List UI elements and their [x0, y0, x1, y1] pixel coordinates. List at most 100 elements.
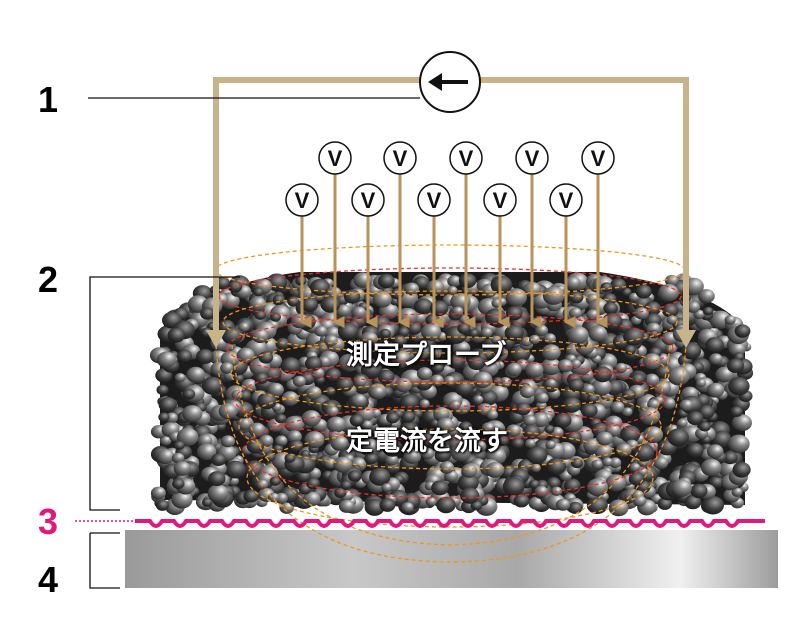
particle: [305, 356, 323, 371]
particle: [275, 337, 290, 350]
particle: [569, 291, 584, 304]
particle: [728, 377, 750, 396]
particle: [596, 431, 613, 446]
particle: [546, 458, 567, 475]
particle: [324, 334, 338, 347]
particle: [535, 324, 548, 336]
particle: [715, 366, 734, 383]
particle: [727, 434, 750, 454]
particle: [324, 367, 342, 382]
particle: [326, 416, 346, 433]
particle: [351, 306, 367, 319]
particle: [211, 453, 227, 466]
particle: [324, 386, 336, 396]
particle: [338, 499, 355, 513]
particle: [449, 400, 461, 411]
particle: [555, 498, 571, 511]
particle: [333, 456, 353, 473]
particle: [621, 407, 633, 417]
voltmeter: V: [285, 183, 319, 328]
voltmeter-symbol: V: [525, 146, 540, 171]
particle: [506, 362, 522, 376]
particle: [304, 431, 325, 449]
particle: [709, 476, 724, 489]
particle: [397, 326, 410, 338]
particle: [610, 278, 627, 293]
particle: [523, 415, 537, 427]
particle: [467, 355, 486, 371]
particle: [248, 422, 266, 437]
particle: [706, 382, 725, 398]
particle: [421, 447, 435, 460]
particle: [384, 345, 398, 357]
particle: [687, 411, 704, 426]
particle: [706, 444, 724, 459]
particle: [292, 375, 306, 387]
particle: [568, 378, 584, 392]
current-line: [246, 428, 654, 528]
particle: [653, 456, 669, 470]
particle: [494, 346, 507, 357]
particle: [624, 345, 636, 355]
particle: [545, 378, 557, 389]
particle: [257, 392, 277, 410]
particle: [363, 358, 376, 369]
particle: [379, 498, 396, 512]
particle: [473, 395, 484, 404]
particle: [544, 424, 555, 434]
particle: [671, 479, 692, 497]
leader-lines: [88, 97, 420, 589]
particle: [347, 470, 362, 482]
particle: [505, 288, 527, 307]
particle: [401, 502, 414, 513]
particle: [171, 490, 193, 509]
particle: [251, 328, 269, 343]
particle: [696, 378, 706, 388]
particle: [630, 372, 646, 386]
voltmeter-symbol: V: [427, 188, 442, 213]
particle: [436, 496, 456, 514]
particle: [727, 358, 745, 374]
particle: [207, 484, 229, 503]
particle: [377, 273, 395, 289]
particle: [505, 306, 523, 321]
voltmeter-circle: [285, 183, 319, 217]
particle: [496, 435, 510, 446]
particle: [338, 353, 360, 372]
particle: [236, 347, 255, 364]
particle: [568, 307, 582, 319]
voltmeter-symbol: V: [393, 146, 408, 171]
particle: [330, 435, 349, 451]
particle: [479, 390, 498, 406]
particle: [457, 473, 479, 492]
particle: [472, 440, 487, 453]
particle: [557, 359, 573, 373]
particle: [622, 388, 636, 401]
particle: [447, 275, 461, 287]
particle: [400, 410, 416, 423]
particle: [391, 335, 408, 349]
voltmeter-circle: [351, 183, 385, 217]
particle: [724, 315, 736, 325]
voltmeter-symbol: V: [459, 146, 474, 171]
particle: [732, 414, 752, 432]
particle: [513, 494, 530, 508]
particle: [667, 366, 690, 386]
particle: [429, 374, 444, 387]
particle: [303, 491, 321, 507]
particle: [657, 497, 673, 510]
particle: [580, 403, 598, 418]
particle: [679, 399, 693, 411]
particle: [314, 325, 328, 337]
particle: [667, 428, 689, 447]
particle: [702, 306, 714, 316]
particle: [711, 430, 732, 448]
particle: [698, 289, 715, 304]
particle: [173, 440, 185, 450]
particle: [591, 378, 612, 396]
particle: [167, 327, 185, 343]
voltmeter: V: [383, 141, 417, 328]
particle: [218, 403, 238, 420]
particle: [399, 394, 419, 411]
particle: [364, 498, 385, 516]
